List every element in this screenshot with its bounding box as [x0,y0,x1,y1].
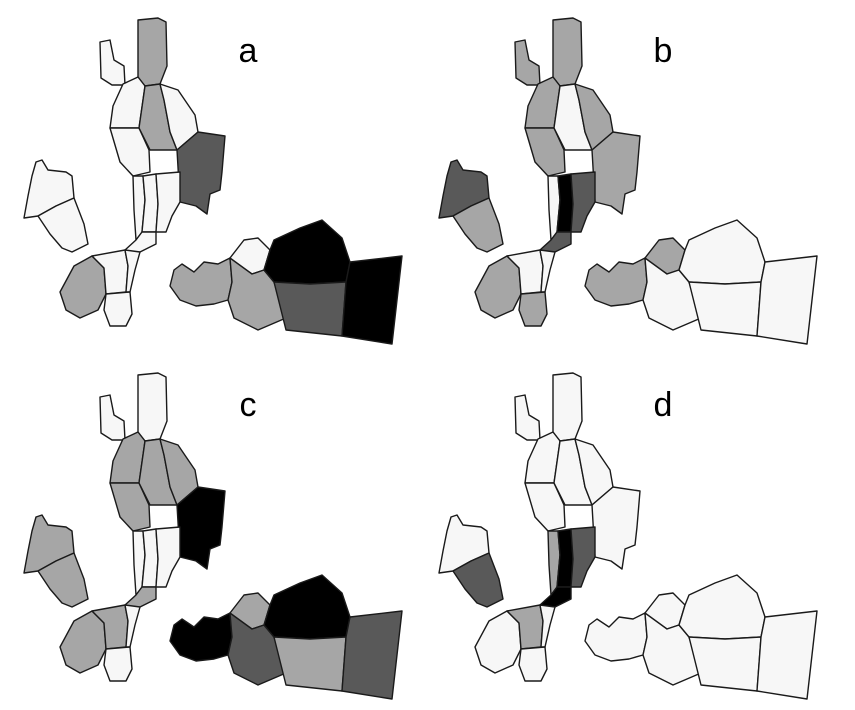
region-col3 [570,526,596,588]
panel-b: b [438,17,818,345]
region-e-right [756,255,818,345]
region-sw-south [103,646,133,682]
panel-c-regions [23,372,403,700]
region-sw-east [539,604,556,648]
region-e-blob [263,219,351,285]
region-east [591,486,641,570]
region-sw-south [103,291,133,327]
region-e-blob [263,574,351,640]
region-sw-west [474,255,522,319]
panel-b-regions [438,17,818,345]
region-cap [552,17,583,87]
region-e-tail [584,612,648,662]
region-e-center [273,636,347,692]
region-e-tail [169,257,233,307]
region-west-island-s [452,552,504,608]
region-col3 [570,171,596,233]
region-west-island-s [37,552,89,608]
region-east [176,131,226,215]
region-sw-west [474,610,522,674]
region-cap [137,17,168,87]
panel-a-regions [23,17,403,345]
region-nw-island [514,39,541,86]
region-east [591,131,641,215]
panel-label-d: d [654,386,673,424]
region-cap [137,372,168,442]
region-nw-island [99,39,126,86]
region-col2 [556,173,574,233]
region-sw-east [539,249,556,293]
region-col2 [141,528,159,588]
region-sw-west [59,610,107,674]
panel-d-regions [438,372,818,700]
region-west-island-s [37,197,89,253]
region-sw-east [124,604,141,648]
region-e-center [688,281,762,337]
region-sw-east [124,249,141,293]
panel-a: a [23,17,403,345]
region-sw-south [518,646,548,682]
region-col3 [155,171,181,233]
region-east [176,486,226,570]
panel-d: d [438,372,818,700]
region-e-mid [642,257,702,331]
region-e-tail [169,612,233,662]
region-e-mid [642,612,702,686]
panel-label-b: b [654,32,673,70]
region-e-center [688,636,762,692]
panel-label-a: a [239,32,258,70]
region-e-right [756,610,818,700]
panel-label-c: c [240,386,257,424]
region-e-right [341,610,403,700]
region-e-blob [678,219,766,285]
region-sw-south [518,291,548,327]
region-e-mid [227,257,287,331]
panel-c: c [23,372,403,700]
region-col2 [141,173,159,233]
region-cap [552,372,583,442]
region-e-center [273,281,347,337]
region-col3 [155,526,181,588]
region-e-tail [584,257,648,307]
region-west-island-s [452,197,504,253]
region-nw-island [514,394,541,441]
region-nw-island [99,394,126,441]
region-e-blob [678,574,766,640]
region-col2 [556,528,574,588]
region-sw-west [59,255,107,319]
region-e-right [341,255,403,345]
region-e-mid [227,612,287,686]
